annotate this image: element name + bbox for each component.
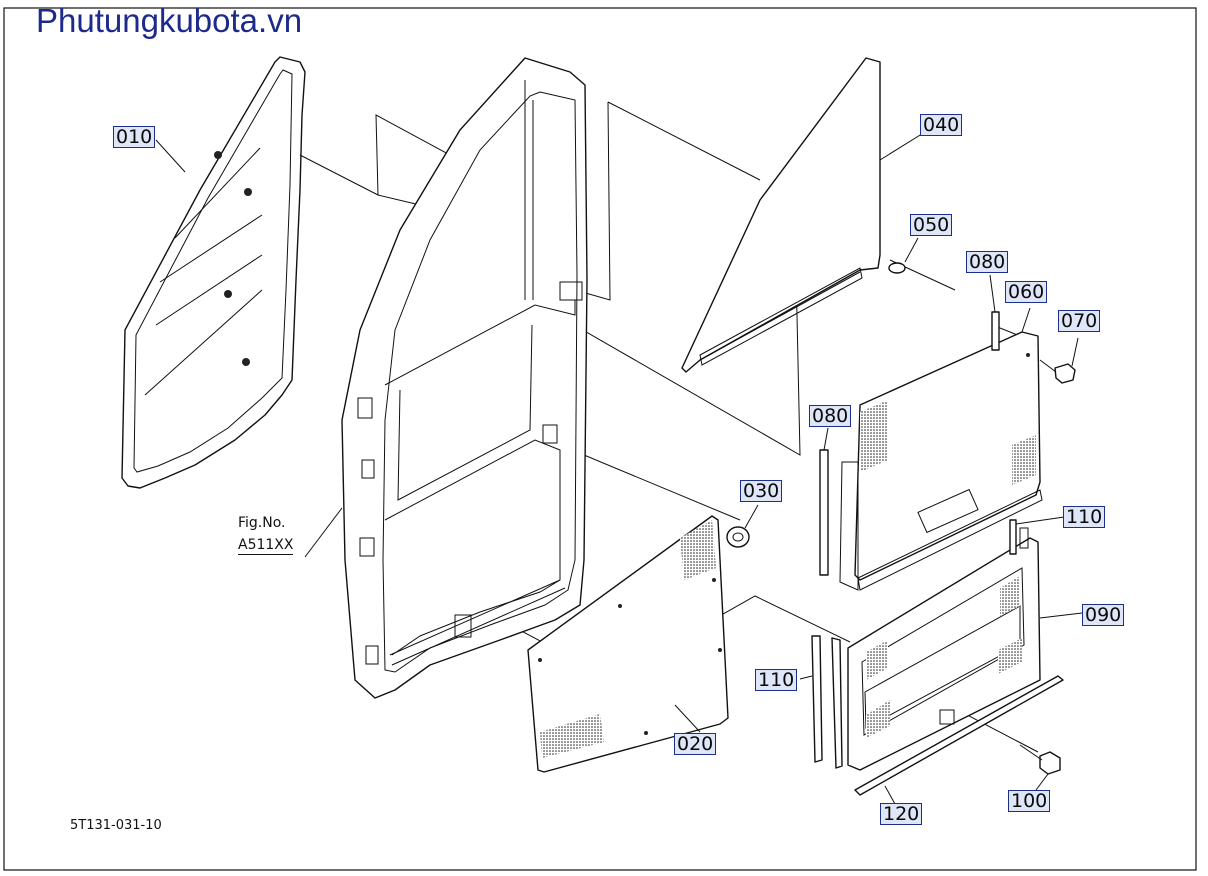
callout-030[interactable]: 030 (740, 480, 783, 502)
site-title[interactable]: Phutungkubota.vn (36, 2, 303, 39)
rivet-icon (244, 188, 252, 196)
rivet-icon (214, 151, 222, 159)
screw-hole-icon (1026, 353, 1030, 357)
part-040-upper-panel[interactable] (681, 57, 926, 373)
part-070-bolt[interactable] (1039, 337, 1079, 384)
part-110-seals[interactable] (799, 516, 1065, 769)
door-frame (304, 57, 588, 699)
figure-ref-model[interactable]: A511XX (238, 537, 294, 555)
part-060-side-panel[interactable] (839, 307, 1043, 591)
callout-100[interactable]: 100 (1008, 790, 1051, 812)
part-080-strips[interactable] (819, 274, 1000, 576)
part-090-lower-panel[interactable] (847, 527, 1083, 771)
callout-110-lower[interactable]: 110 (755, 669, 798, 691)
diagram-border (3, 7, 1197, 871)
drawing-number: 5T131-031-10 (70, 818, 162, 833)
rivet-icon (538, 658, 542, 662)
callout-020[interactable]: 020 (674, 733, 717, 755)
part-020-lower-panel[interactable] (527, 515, 729, 773)
callout-090[interactable]: 090 (1082, 604, 1125, 626)
part-050-knob[interactable] (888, 237, 919, 274)
callout-080-upper[interactable]: 080 (966, 251, 1009, 273)
rivet-icon (618, 604, 622, 608)
callout-080-lower[interactable]: 080 (809, 405, 852, 427)
callout-110-upper[interactable]: 110 (1063, 506, 1106, 528)
part-100-bolt[interactable] (1019, 744, 1061, 791)
callout-060[interactable]: 060 (1005, 281, 1048, 303)
callout-050[interactable]: 050 (910, 214, 953, 236)
part-010-window-panel[interactable] (121, 56, 306, 489)
figure-ref-label: Fig.No. (238, 515, 286, 531)
rivet-icon (224, 290, 232, 298)
rivet-icon (718, 648, 722, 652)
part-120-rod[interactable] (854, 675, 1064, 805)
rivet-icon (242, 358, 250, 366)
callout-070[interactable]: 070 (1058, 310, 1101, 332)
callout-040[interactable]: 040 (920, 114, 963, 136)
rivet-icon (712, 578, 716, 582)
callout-010[interactable]: 010 (113, 126, 156, 148)
part-030-grommet[interactable] (726, 504, 759, 548)
callout-120[interactable]: 120 (880, 803, 923, 825)
rivet-icon (644, 731, 648, 735)
